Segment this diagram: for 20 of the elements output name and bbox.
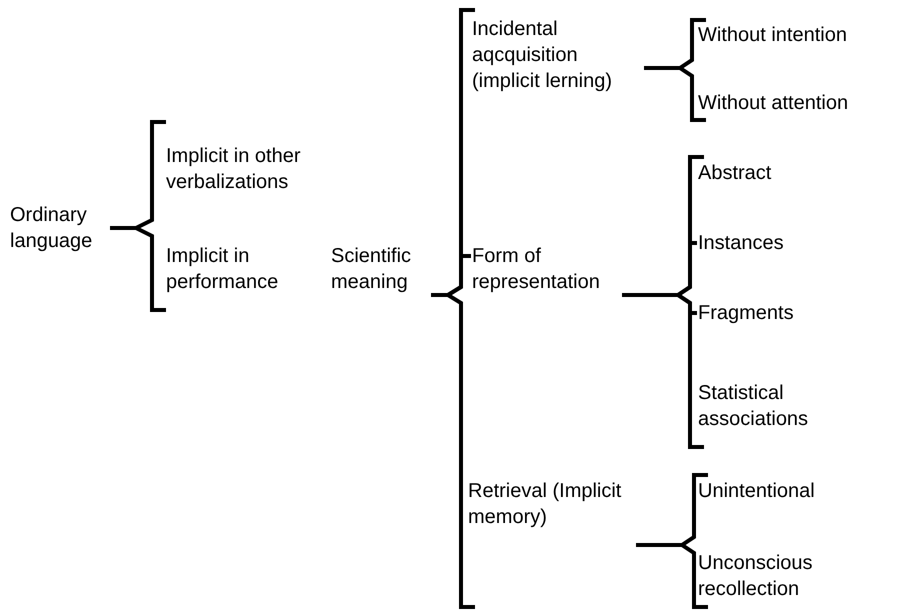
node-label: Retrieval (Implicit memory) <box>468 479 622 530</box>
node-label: Form of representation <box>472 244 601 295</box>
node-label: Fragments <box>698 301 794 326</box>
node-label: Implicit in other verbalizations <box>166 144 302 195</box>
node-label: Unconscious recollection <box>698 551 814 602</box>
bracket-line <box>636 543 708 609</box>
bracket-line <box>110 226 166 312</box>
node-label: Ordinary language <box>10 203 94 254</box>
node-label: Scientific meaning <box>331 244 412 295</box>
node-label: Statistical associations <box>698 381 810 432</box>
bracket-line <box>644 66 706 122</box>
node-label: Implicit in performance <box>166 244 280 295</box>
node-label: Without intention <box>698 23 847 48</box>
bracket-line <box>622 293 704 449</box>
node-label: Instances <box>698 231 784 256</box>
node-label: Incidental aqcquisition (implicit lerning) <box>472 17 614 94</box>
node-label: Unintentional <box>698 479 815 504</box>
node-label: Abstract <box>698 161 772 186</box>
node-label: Without attention <box>698 91 848 116</box>
bracket-line <box>431 293 475 609</box>
